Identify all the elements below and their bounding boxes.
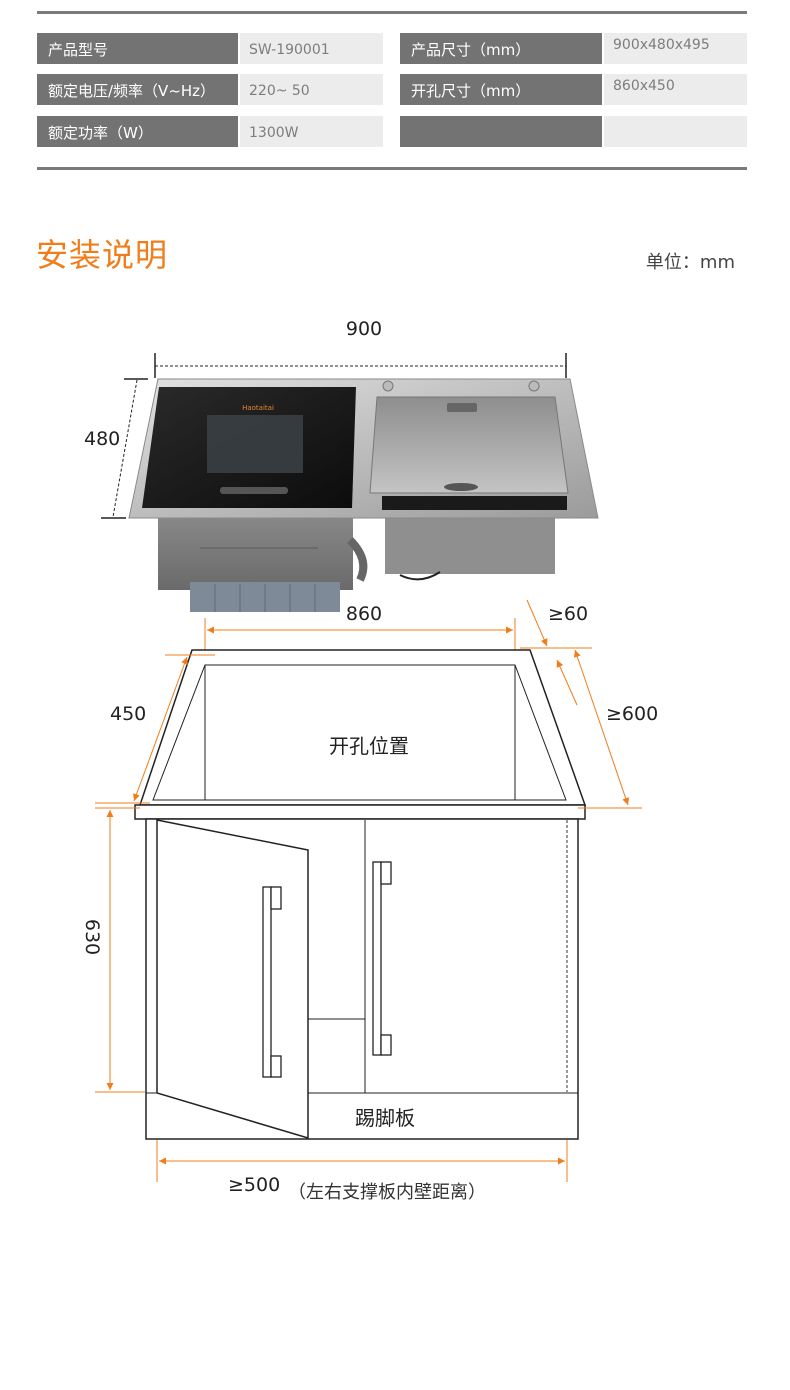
dimension-min-counter-depth-label: ≥600 <box>606 703 658 725</box>
spec-label-model: 产品型号 <box>37 33 238 64</box>
spec-label-product-size: 产品尺寸（mm） <box>400 33 602 64</box>
dimension-depth-label: 480 <box>84 428 120 450</box>
sink-dishwasher-appliance: Haotaitai <box>128 378 599 612</box>
spec-value-power: 1300W <box>240 116 383 147</box>
kickboard-label: 踢脚板 <box>355 1106 415 1130</box>
spec-value-model: SW-190001 <box>240 33 383 64</box>
spec-label-voltage: 额定电压/频率（V~Hz） <box>37 74 238 105</box>
spec-value-product-size: 900x480x495 <box>604 33 747 64</box>
dimension-cutout-width-label: 860 <box>346 603 382 625</box>
dimension-cutout-depth-label: 450 <box>110 703 146 725</box>
spec-value-voltage: 220~ 50 <box>240 74 383 105</box>
brand-logo: Haotaitai <box>242 404 274 412</box>
dimension-cabinet-height-label: 630 <box>81 919 103 955</box>
dimension-min-gap-label: ≥60 <box>548 603 588 625</box>
spec-label-cutout-size: 开孔尺寸（mm） <box>400 74 602 105</box>
dimension-width-label: 900 <box>346 318 382 340</box>
dimension-cutout-depth: 450 <box>95 654 215 804</box>
table-top-rule <box>37 11 747 14</box>
dimension-min-inner-width-label: ≥500 <box>228 1174 280 1196</box>
spec-value-empty <box>604 116 747 147</box>
door-handle-right <box>372 861 392 1056</box>
dimension-cabinet-height: 630 <box>81 807 145 1093</box>
dimension-depth: 480 <box>84 378 148 519</box>
dimension-cutout-width: 860 <box>204 603 516 665</box>
dimension-min-inner-width: ≥500 （左右支撑板内壁距离） <box>156 1140 568 1203</box>
dimension-width: 900 <box>154 318 567 378</box>
section-title: 安装说明 <box>36 236 169 274</box>
dimension-min-gap: ≥60 <box>526 599 588 706</box>
inner-width-note: （左右支撑板内壁距离） <box>288 1182 486 1203</box>
dimension-min-counter-depth: ≥600 <box>520 647 658 809</box>
cutout-position-label: 开孔位置 <box>329 734 409 758</box>
spec-label-power: 额定功率（W） <box>37 116 238 147</box>
cabinet: 踢脚板 <box>145 818 579 1140</box>
spec-value-cutout-size: 860x450 <box>604 74 747 105</box>
countertop: 开孔位置 <box>134 649 587 820</box>
table-bottom-rule <box>37 167 747 170</box>
door-handle-left <box>262 886 282 1078</box>
spec-label-empty <box>400 116 602 147</box>
unit-label: 单位：mm <box>645 252 735 273</box>
